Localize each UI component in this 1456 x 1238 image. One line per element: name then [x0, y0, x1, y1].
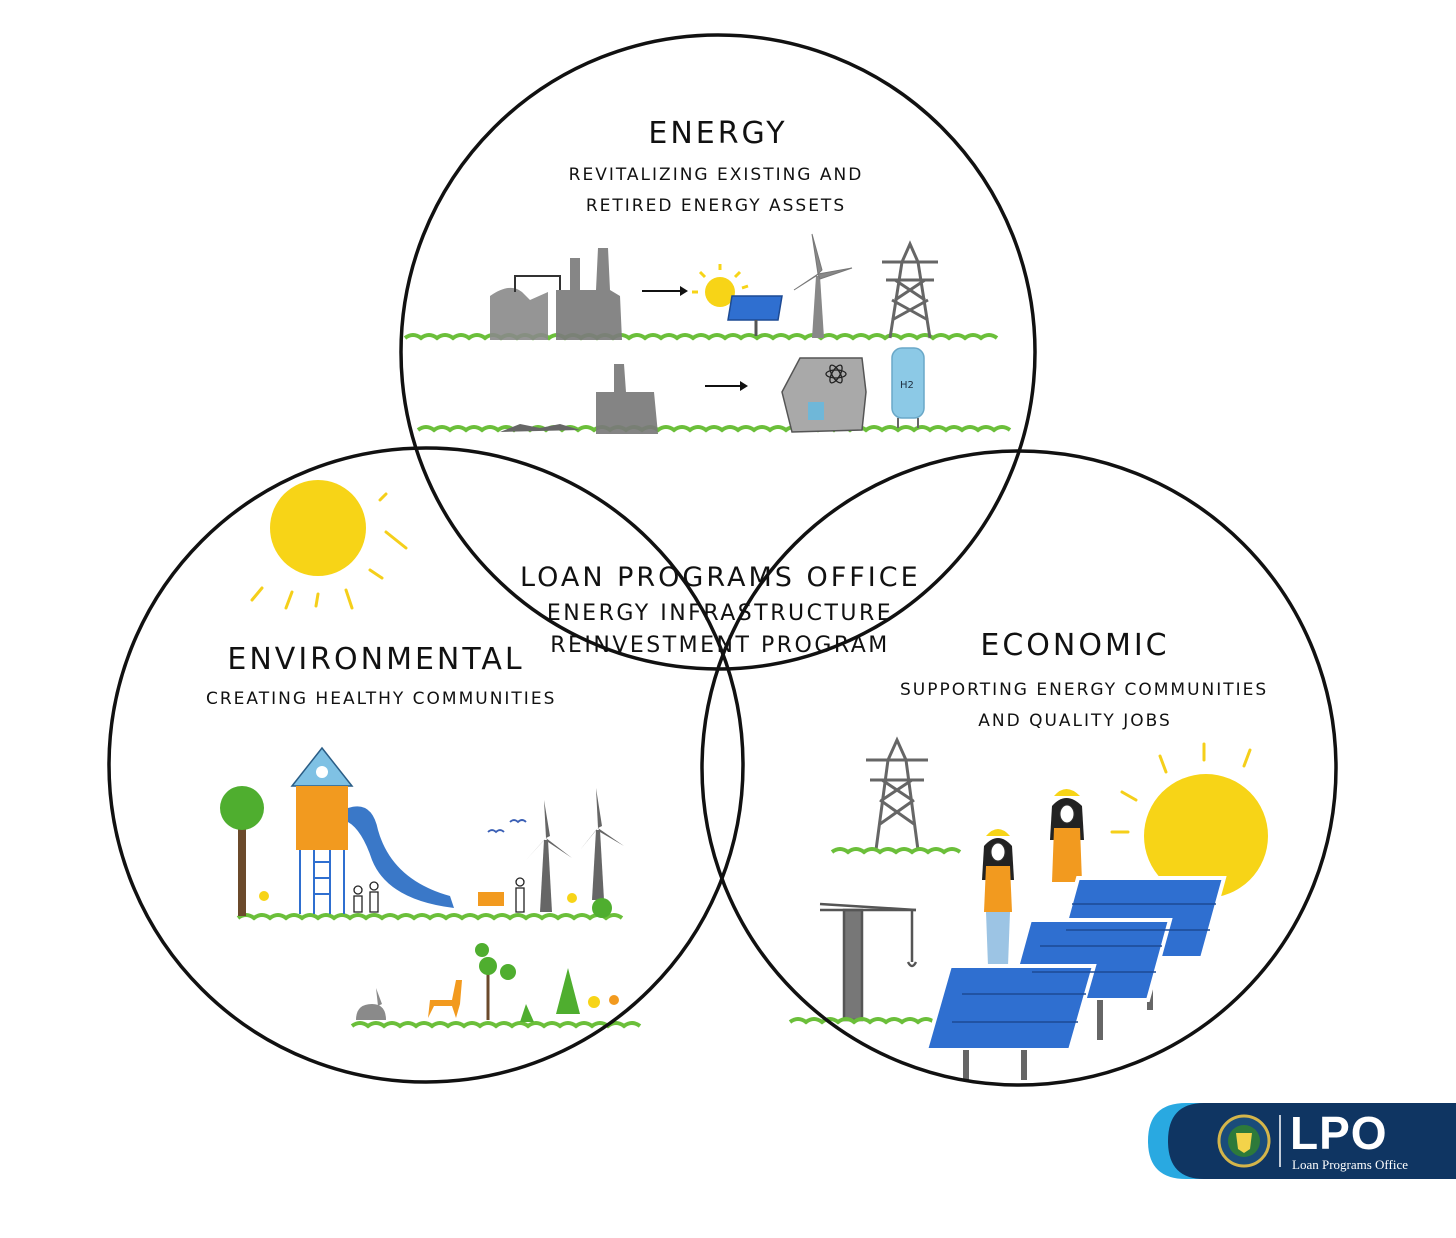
environmental-subtitle: CREATING HEALTHY COMMUNITIES: [206, 689, 557, 709]
ruined-plant-icon: [490, 287, 548, 340]
birds-icon: [487, 819, 527, 834]
people-icon: [353, 877, 525, 913]
flower-icon: [259, 891, 269, 901]
environmental-illustration: [220, 480, 642, 1029]
wind-turbine-icon: [526, 800, 572, 912]
deer-icon: [428, 980, 462, 1018]
center-subtitle-line1: ENERGY INFRASTRUCTURE: [546, 601, 894, 626]
sun-icon: [705, 277, 735, 307]
grass-strip: [236, 913, 624, 921]
energy-illustration: H2: [403, 233, 1012, 434]
grass-strip: [830, 847, 962, 855]
flower-icon: [567, 893, 577, 903]
energy-subtitle-line1: REVITALIZING EXISTING AND: [568, 165, 864, 185]
wind-turbine-icon: [793, 233, 853, 338]
hydrogen-tank-icon: H2: [891, 347, 925, 428]
rabbit-icon: [356, 988, 386, 1020]
nuclear-reactor-icon: [781, 357, 867, 433]
flower-icon: [609, 995, 619, 1005]
worker-icon: [982, 829, 1014, 966]
solar-panel-icon: [923, 964, 1097, 1080]
economic-subtitle-line1: SUPPORTING ENERGY COMMUNITIES: [900, 680, 1269, 700]
economic-title: ECONOMIC: [980, 628, 1170, 663]
transmission-tower-icon: [866, 736, 928, 851]
ladder-icon: [313, 850, 331, 914]
economic-circle: [700, 449, 1338, 1087]
sun-icon: [1144, 774, 1268, 898]
logo-subtitle: Loan Programs Office: [1292, 1157, 1409, 1172]
lpo-logo: [1148, 1103, 1456, 1179]
venn-circles: [107, 33, 1338, 1087]
tree-icon: [220, 786, 264, 916]
sun-rays: [1110, 742, 1252, 834]
pipe: [514, 275, 561, 292]
environmental-circle: [107, 446, 745, 1084]
center-title: LOAN PROGRAMS OFFICE: [520, 562, 921, 593]
arrow-right-icon: [705, 381, 748, 391]
environmental-title: ENVIRONMENTAL: [227, 642, 525, 677]
arrow-right-icon: [642, 286, 688, 296]
worker-icon: [1050, 789, 1084, 882]
logo-wordmark: LPO: [1290, 1107, 1388, 1159]
panel-grid: [952, 903, 1216, 1023]
bush-icon: [520, 1004, 534, 1022]
bush-icon: [592, 898, 612, 918]
hydrogen-label: H2: [900, 380, 914, 391]
rubble: [500, 424, 580, 432]
pine-tree-icon: [556, 968, 580, 1014]
sun-rays: [250, 492, 408, 610]
grass-strip: [788, 1017, 936, 1025]
energy-title: ENERGY: [648, 116, 788, 151]
slide-icon: [348, 806, 454, 908]
wind-turbine-icon: [580, 788, 624, 900]
solar-panel-icon: [727, 295, 783, 321]
grass-strip: [350, 1021, 642, 1029]
economic-subtitle-line2: AND QUALITY JOBS: [978, 711, 1172, 731]
flower-icon: [588, 996, 600, 1008]
sun-rays: [692, 264, 749, 294]
bench-icon: [478, 892, 504, 906]
sun-icon: [270, 480, 366, 576]
transmission-tower-icon: [882, 240, 938, 339]
energy-subtitle-line2: RETIRED ENERGY ASSETS: [585, 196, 847, 216]
economic-illustration: [788, 736, 1268, 1080]
crane-icon: [819, 902, 918, 1022]
retired-plant-icon: [596, 364, 658, 434]
old-factory-icon: [556, 248, 622, 340]
center-subtitle-line2: REINVESTMENT PROGRAM: [550, 633, 890, 658]
tree-icon: [475, 943, 516, 1020]
playground-icon: [290, 746, 454, 914]
